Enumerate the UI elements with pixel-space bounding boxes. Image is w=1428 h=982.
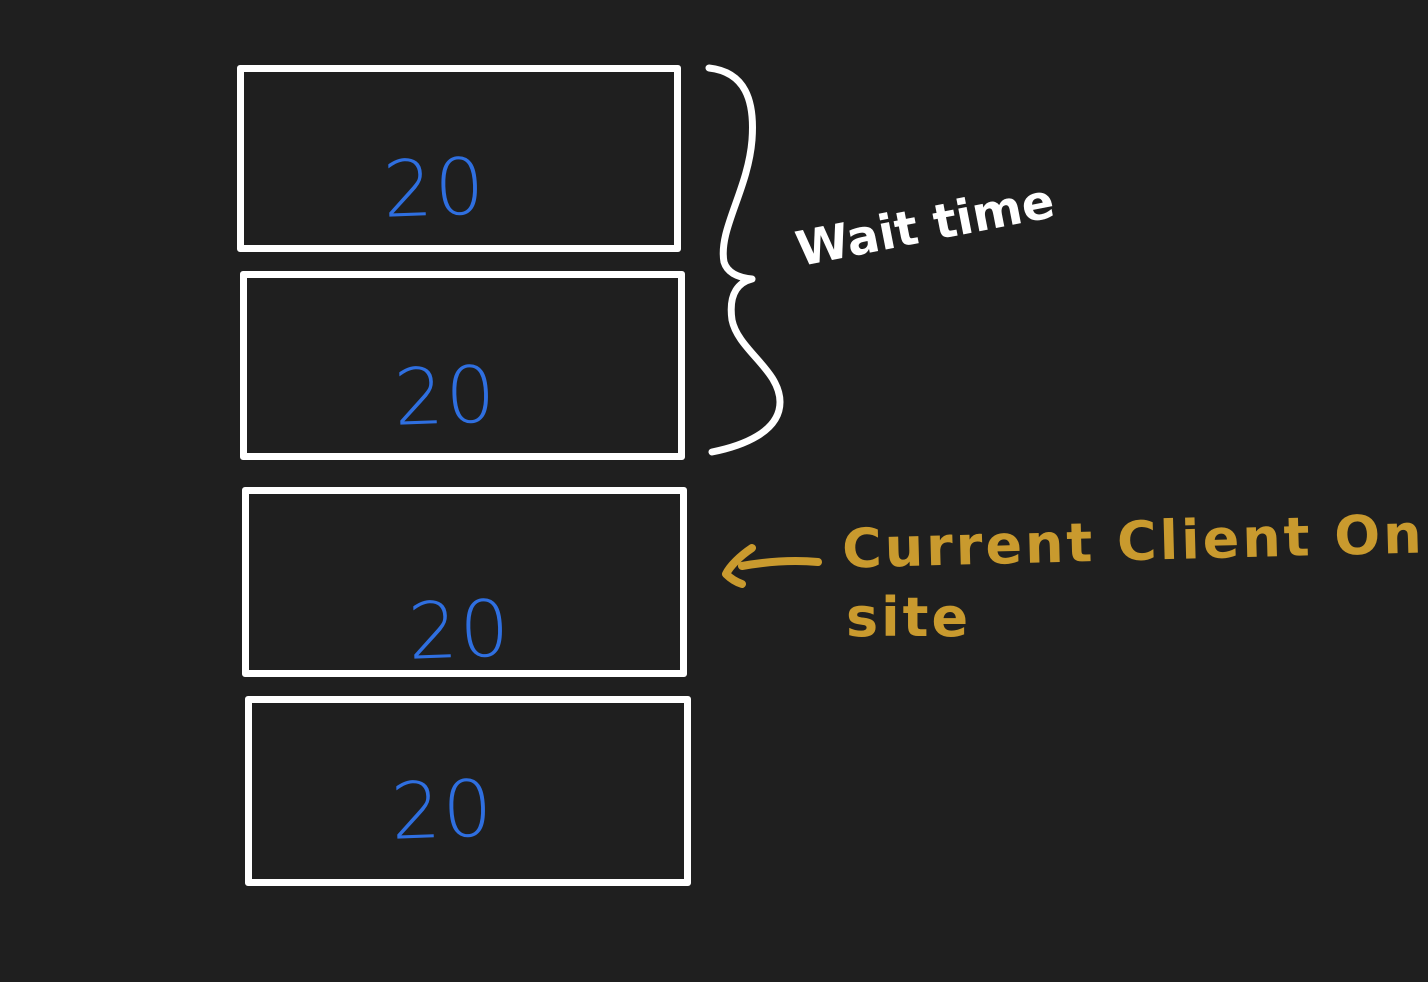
queue-box-2 — [240, 271, 685, 460]
curly-brace — [705, 64, 784, 456]
current-client-label-line2: site — [846, 586, 972, 649]
queue-box-1 — [237, 65, 681, 252]
left-arrow-icon — [722, 544, 822, 588]
queue-box-4 — [245, 696, 691, 886]
queue-box-3 — [242, 487, 687, 677]
